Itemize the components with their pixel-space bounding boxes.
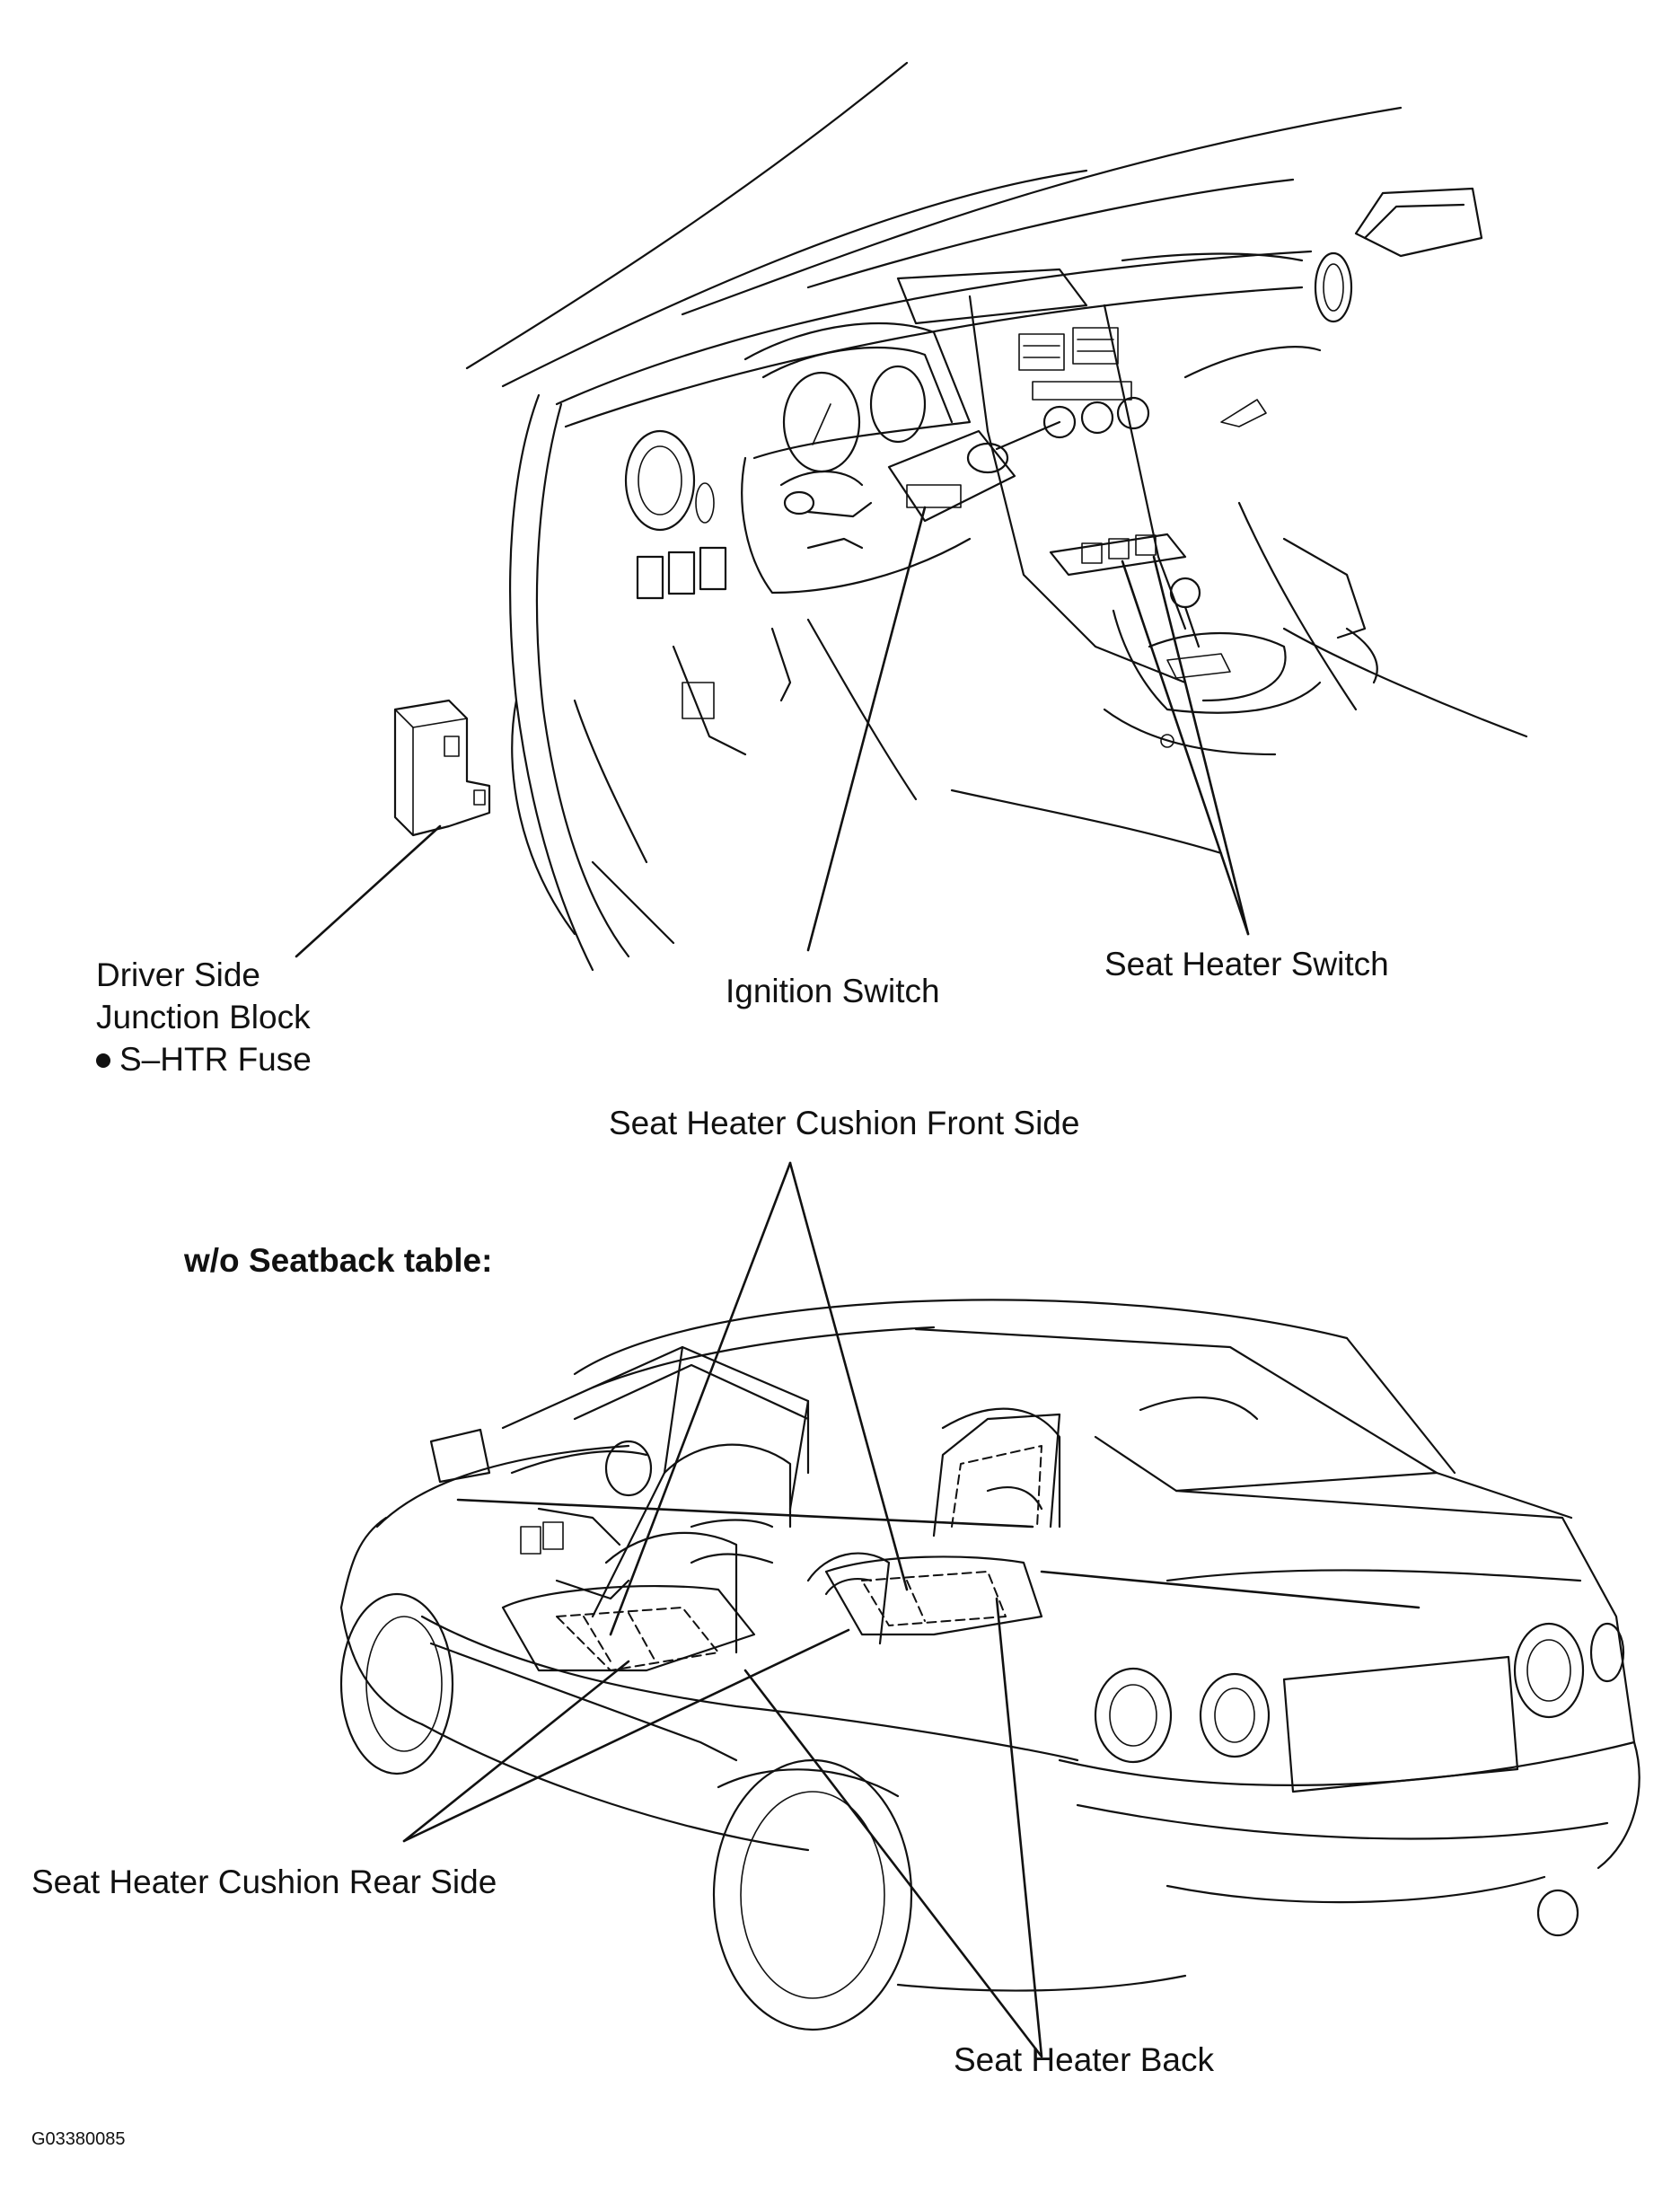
bullet-icon (96, 1053, 110, 1068)
seat-heater-back-label: Seat Heater Back (954, 2041, 1214, 2078)
cushion-front-side-label: Seat Heater Cushion Front Side (609, 1105, 1080, 1141)
junction-block-icon (393, 699, 491, 837)
driver-side-label-line1: Driver Side (96, 956, 260, 993)
seat-heater-switch-label: Seat Heater Switch (1104, 946, 1389, 982)
car-illustration (339, 1299, 1640, 2031)
leader-lines-bottom (402, 1161, 1421, 2058)
dashboard-illustration (465, 61, 1528, 972)
driver-side-junction-block-label: Driver Side Junction Block S–HTR Fuse (96, 954, 312, 1080)
leader-lines-top (295, 506, 1250, 958)
variant-heading: w/o Seatback table: (184, 1242, 493, 1279)
cushion-rear-side-label: Seat Heater Cushion Rear Side (31, 1863, 497, 1900)
ignition-switch-label: Ignition Switch (726, 973, 940, 1009)
fuse-label: S–HTR Fuse (119, 1041, 312, 1078)
driver-side-label-line2: Junction Block (96, 999, 311, 1035)
figure-code: G03380085 (31, 2129, 126, 2149)
fuse-label-line: S–HTR Fuse (96, 1038, 312, 1080)
